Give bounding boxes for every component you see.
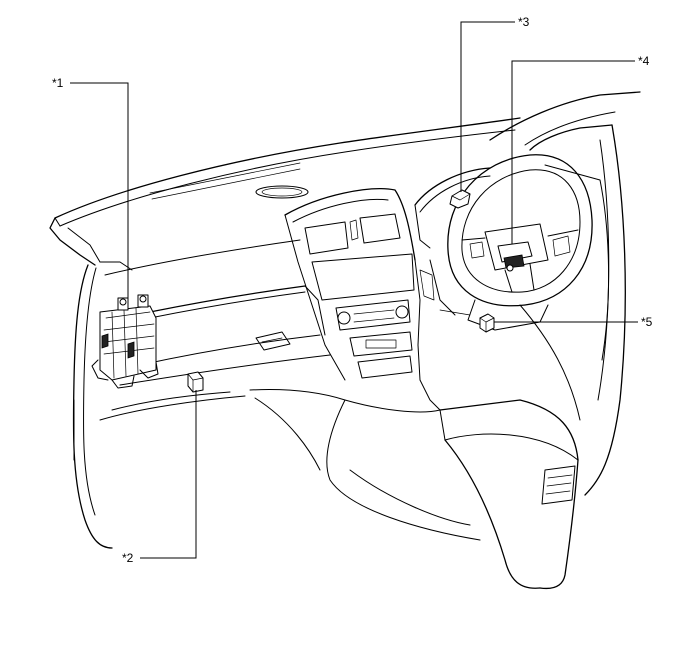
callout-4: *4 (638, 54, 650, 68)
leader-2 (140, 390, 197, 559)
leader-3 (460, 21, 515, 192)
right-door (489, 91, 641, 496)
left-pillar (49, 217, 133, 549)
callout-5: *5 (641, 315, 653, 329)
leader-1 (70, 82, 129, 300)
leader-4 (511, 60, 635, 244)
steering-wheel (414, 154, 593, 331)
dashboard-top (54, 117, 521, 227)
part-3-sensor (449, 189, 471, 209)
callout-2: *2 (122, 551, 134, 565)
callout-3: *3 (518, 15, 530, 29)
callout-labels: *1 *2 *3 *4 *5 (52, 15, 653, 565)
part-4-module (497, 241, 533, 272)
junction-block (91, 294, 159, 389)
center-stack (284, 188, 421, 381)
callout-1: *1 (52, 76, 64, 90)
leader-lines (70, 21, 638, 559)
floor-console (249, 379, 579, 590)
glove-box-area (99, 239, 331, 421)
part-5-sensor (479, 313, 495, 333)
part-2-sensor (187, 371, 204, 393)
